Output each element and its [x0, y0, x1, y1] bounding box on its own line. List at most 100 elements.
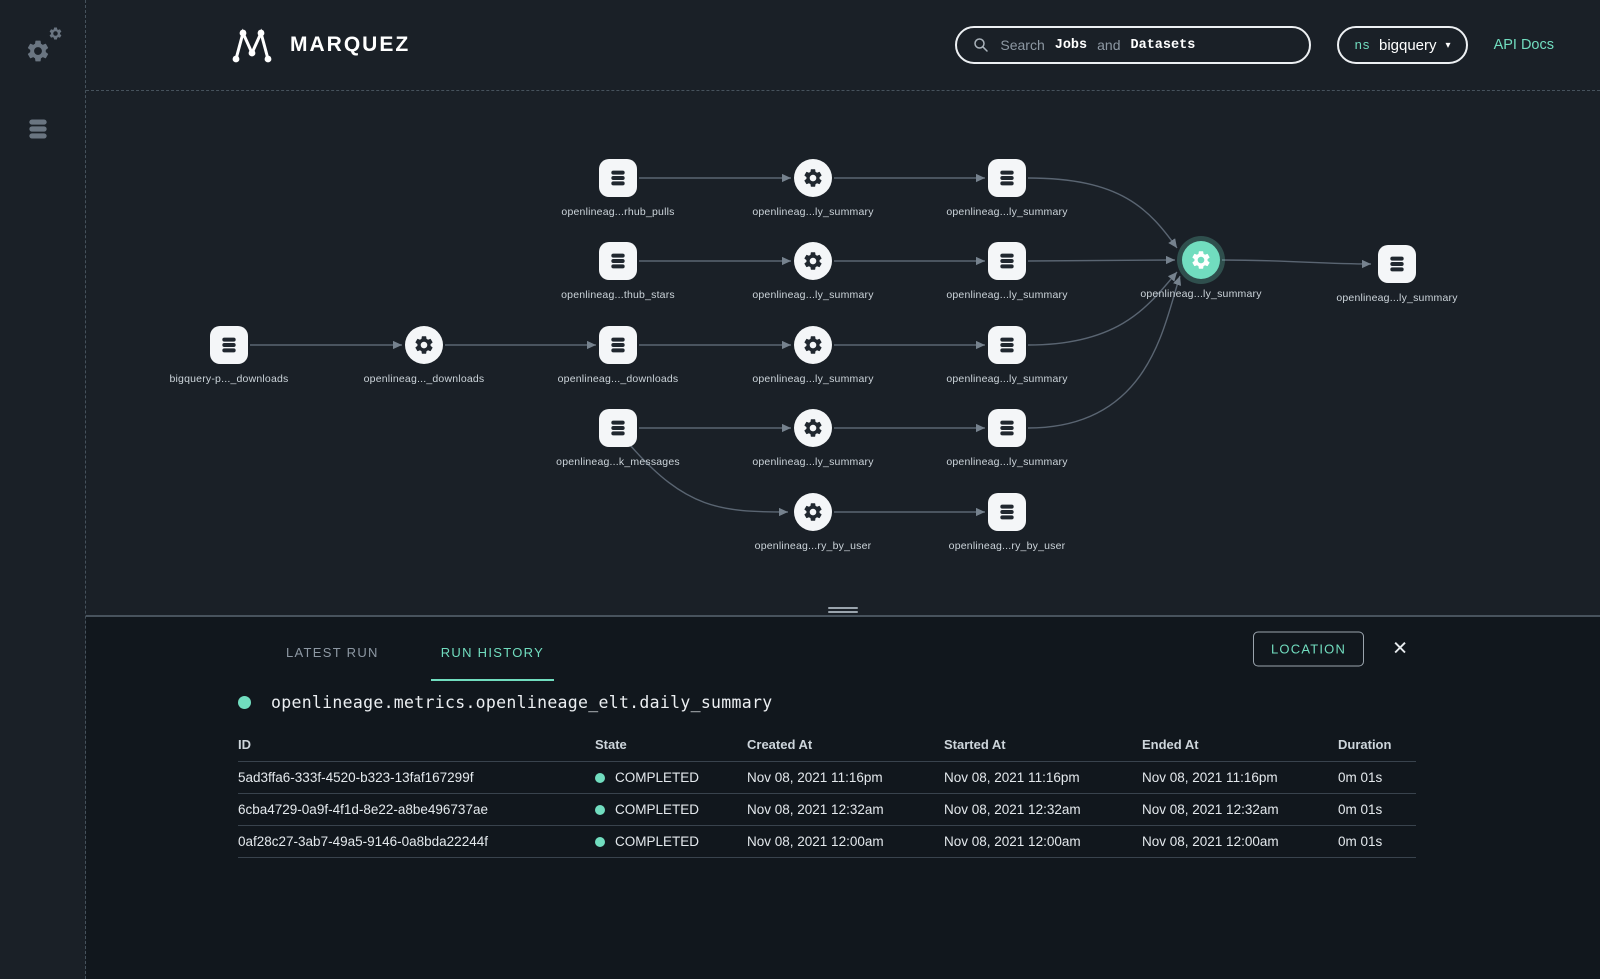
run-state: COMPLETED	[595, 802, 747, 817]
dataset-node[interactable]: openlineag...rhub_pulls	[543, 159, 693, 218]
gear-icon	[794, 159, 832, 197]
run-state-label: COMPLETED	[615, 770, 700, 785]
node-label: openlineag...rhub_pulls	[561, 206, 675, 218]
sidebar-item-jobs[interactable]	[25, 26, 61, 64]
header: MARQUEZ Search Jobs and Datasets ns bigq…	[86, 0, 1600, 91]
close-icon[interactable]: ✕	[1392, 638, 1408, 660]
dataset-node[interactable]: openlineag...ry_by_user	[932, 493, 1082, 552]
database-icon	[599, 409, 637, 447]
sidebar	[0, 0, 86, 979]
gear-icon	[794, 326, 832, 364]
search-icon	[974, 38, 989, 52]
job-node-selected[interactable]: openlineag...ly_summary	[1126, 241, 1276, 300]
run-state-label: COMPLETED	[615, 802, 700, 817]
job-node[interactable]: openlineag...ly_summary	[738, 409, 888, 468]
node-label: openlineag...ry_by_user	[948, 540, 1066, 552]
node-label: openlineag...ly_summary	[1336, 292, 1458, 304]
database-icon	[988, 242, 1026, 280]
run-id: 0af28c27-3ab7-49a5-9146-0a8bda22244f	[238, 825, 595, 858]
job-node[interactable]: openlineag...ry_by_user	[738, 493, 888, 552]
column-header-started: Started At	[944, 728, 1142, 762]
gears-icon	[25, 38, 51, 64]
tab-run-history[interactable]: RUN HISTORY	[430, 645, 555, 681]
panel-actions: LOCATION ✕	[1252, 631, 1408, 667]
job-node[interactable]: openlineag..._downloads	[349, 326, 499, 385]
run-ended-at: Nov 08, 2021 12:32am	[1142, 793, 1338, 826]
marquez-logo-icon	[232, 28, 272, 63]
dataset-node[interactable]: openlineag...ly_summary	[932, 159, 1082, 218]
dataset-node[interactable]: openlineag...thub_stars	[543, 242, 693, 301]
gear-icon	[794, 242, 832, 280]
column-header-state: State	[595, 728, 747, 762]
search-placeholder-jobs: Jobs	[1054, 37, 1088, 53]
column-header-duration: Duration	[1338, 728, 1416, 762]
database-icon	[988, 326, 1026, 364]
job-title: openlineage.metrics.openlineage_elt.dail…	[271, 693, 773, 712]
node-label: openlineag...ly_summary	[752, 373, 874, 385]
node-label: openlineag...thub_stars	[561, 289, 675, 301]
status-dot-icon	[595, 772, 605, 783]
dataset-node[interactable]: openlineag...ly_summary	[932, 409, 1082, 468]
dataset-node[interactable]: openlineag...ly_summary	[932, 242, 1082, 301]
node-label: openlineag...ry_by_user	[754, 540, 872, 552]
run-ended-at: Nov 08, 2021 11:16pm	[1142, 761, 1338, 794]
table-row: 6cba4729-0a9f-4f1d-8e22-a8be496737ae COM…	[238, 793, 1416, 826]
table-header-row: ID State Created At Started At Ended At …	[238, 728, 1416, 762]
dataset-node[interactable]: bigquery-p..._downloads	[154, 326, 304, 385]
column-header-created: Created At	[747, 728, 944, 762]
dataset-node[interactable]: openlineag...ly_summary	[1322, 245, 1472, 304]
run-id: 6cba4729-0a9f-4f1d-8e22-a8be496737ae	[238, 793, 595, 826]
dataset-node[interactable]: openlineag...ly_summary	[932, 326, 1082, 385]
job-title-row: openlineage.metrics.openlineage_elt.dail…	[86, 693, 1600, 712]
run-duration: 0m 01s	[1338, 793, 1416, 826]
main-area: MARQUEZ Search Jobs and Datasets ns bigq…	[86, 0, 1600, 979]
tab-latest-run[interactable]: LATEST RUN	[286, 645, 379, 660]
run-created-at: Nov 08, 2021 12:32am	[747, 793, 944, 826]
job-node[interactable]: openlineag...ly_summary	[738, 326, 888, 385]
table-row: 5ad3ffa6-333f-4520-b323-13faf167299f COM…	[238, 761, 1416, 794]
database-icon	[988, 159, 1026, 197]
api-docs-link[interactable]: API Docs	[1493, 37, 1554, 53]
namespace-value: bigquery	[1378, 36, 1437, 54]
search-input[interactable]: Search Jobs and Datasets	[955, 26, 1312, 64]
run-history-table: ID State Created At Started At Ended At …	[238, 728, 1416, 858]
database-icon	[599, 159, 637, 197]
node-label: openlineag...ly_summary	[946, 289, 1068, 301]
table-row: 0af28c27-3ab7-49a5-9146-0a8bda22244f COM…	[238, 825, 1416, 858]
app-title: MARQUEZ	[290, 33, 411, 56]
job-node[interactable]: openlineag...ly_summary	[738, 242, 888, 301]
job-node[interactable]: openlineag...ly_summary	[738, 159, 888, 218]
node-label: openlineag...ly_summary	[752, 206, 874, 218]
run-created-at: Nov 08, 2021 12:00am	[747, 825, 944, 858]
search-placeholder-prefix: Search	[1000, 37, 1045, 53]
location-button[interactable]: LOCATION	[1252, 631, 1365, 667]
run-id: 5ad3ffa6-333f-4520-b323-13faf167299f	[238, 761, 595, 794]
search-placeholder-datasets: Datasets	[1130, 37, 1196, 53]
run-started-at: Nov 08, 2021 12:00am	[944, 825, 1142, 858]
database-icon	[1378, 245, 1416, 283]
run-started-at: Nov 08, 2021 11:16pm	[944, 761, 1142, 794]
lineage-graph: openlineag...rhub_pulls openlineag...ly_…	[86, 91, 1600, 615]
gear-icon	[794, 493, 832, 531]
job-status-dot	[238, 696, 251, 709]
header-controls: Search Jobs and Datasets ns bigquery ▾ A…	[955, 26, 1554, 64]
node-label: bigquery-p..._downloads	[169, 373, 289, 385]
gear-icon	[405, 326, 443, 364]
lineage-edges	[250, 173, 1372, 517]
dataset-node[interactable]: openlineag...k_messages	[543, 409, 693, 468]
panel-tabs: LATEST RUN RUN HISTORY LOCATION ✕	[86, 617, 1600, 681]
node-label: openlineag..._downloads	[363, 373, 485, 385]
column-header-ended: Ended At	[1142, 728, 1338, 762]
chevron-down-icon: ▾	[1445, 39, 1451, 51]
run-ended-at: Nov 08, 2021 12:00am	[1142, 825, 1338, 858]
dataset-node[interactable]: openlineag..._downloads	[543, 326, 693, 385]
brand: MARQUEZ	[230, 25, 410, 65]
database-icon	[599, 242, 637, 280]
panel-drag-handle[interactable]	[828, 605, 858, 615]
sidebar-item-datasets[interactable]	[25, 110, 61, 148]
run-state: COMPLETED	[595, 834, 747, 849]
node-label: openlineag...ly_summary	[946, 373, 1068, 385]
namespace-select[interactable]: ns bigquery ▾	[1337, 26, 1468, 64]
database-icon	[210, 326, 248, 364]
